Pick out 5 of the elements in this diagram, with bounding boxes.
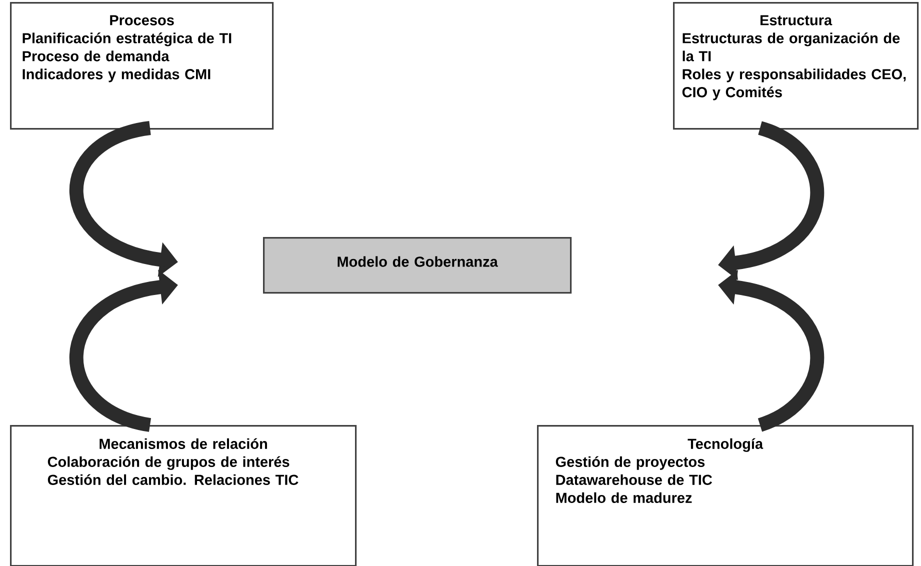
text-box: Procesos Planificación estratégica de TI Proceso de demanda Indicadores y medidas CMI [10, 2, 274, 130]
text-box: Mecanismos de relación Colaboración de grupos de interés Gestión del cambio. Relaciones TIC [10, 425, 357, 566]
text-box: Tecnología Gestión de proyectos Datawarehouse de TIC Modelo de madurez [537, 425, 914, 566]
title-box: Modelo de Gobernanza [263, 237, 572, 294]
text-box: Estructura Estructuras de organización de la TI Roles y responsabilidades CEO, CIO y Comités [673, 2, 919, 130]
